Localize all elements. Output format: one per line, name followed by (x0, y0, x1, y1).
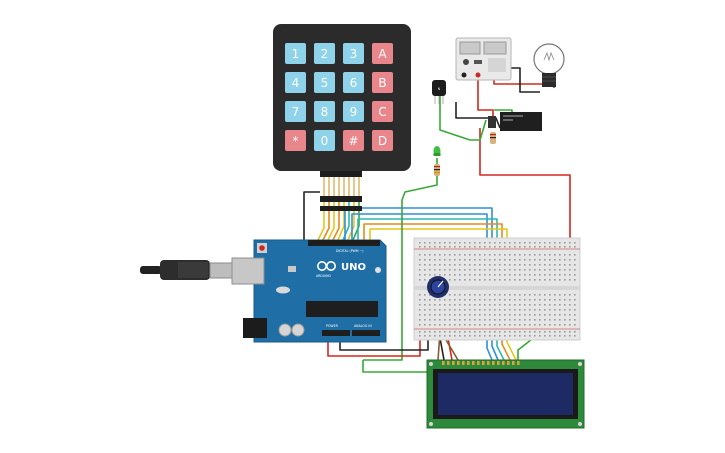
keypad-key-label: 0 (321, 134, 329, 148)
arduino-usb-port (231, 257, 265, 285)
keypad-key-*[interactable]: * (285, 130, 306, 151)
arduino-power-header (322, 330, 350, 336)
svg-text:N: N (438, 87, 441, 91)
keypad-key-label: 7 (292, 105, 300, 119)
green-led[interactable] (433, 146, 441, 156)
resistor-led[interactable] (434, 164, 440, 176)
wire-red-arduino[interactable] (327, 338, 421, 357)
keypad-key-8[interactable]: 8 (314, 101, 335, 122)
keypad-4x4[interactable]: 1 2 3 A 4 5 6 B 7 8 9 C * 0 # D (273, 24, 411, 211)
lcd-screen (438, 373, 573, 415)
dc-power-supply[interactable] (455, 37, 512, 81)
keypad-key-label: 3 (350, 47, 358, 61)
bulb-filament (543, 51, 555, 62)
transistor-body (432, 80, 446, 96)
psu-terminal-neg[interactable] (461, 72, 467, 78)
keypad-key-D[interactable]: D (372, 130, 393, 151)
lcd-16x2[interactable] (426, 359, 585, 429)
arduino-power-label: POWER (326, 324, 339, 328)
keypad-pins (323, 177, 360, 196)
keypad-key-0[interactable]: 0 (314, 130, 335, 151)
usb-cable-icon[interactable] (140, 260, 236, 280)
keypad-key-#[interactable]: # (343, 130, 364, 151)
keypad-key-4[interactable]: 4 (285, 72, 306, 93)
keypad-key-7[interactable]: 7 (285, 101, 306, 122)
keypad-key-label: C (378, 105, 386, 119)
keypad-key-9[interactable]: 9 (343, 101, 364, 122)
relay[interactable] (488, 112, 542, 131)
breadboard-holes (419, 242, 576, 337)
keypad-key-label: 8 (321, 105, 329, 119)
arduino-digital-label: DIGITAL (PWM ~) (336, 249, 363, 253)
arduino-infinity-logo-icon (316, 260, 336, 271)
keypad-key-label: D (378, 134, 387, 148)
arduino-brand-label: ARDUINO (316, 274, 332, 278)
wire-black-arduino[interactable] (339, 338, 429, 351)
keypad-key-1[interactable]: 1 (285, 43, 306, 64)
psu-knob-1[interactable] (463, 59, 469, 65)
keypad-keys: 1 2 3 A 4 5 6 B 7 8 9 C * 0 # D (285, 43, 393, 151)
keypad-ribbon (320, 171, 362, 177)
usb-plug-grip (178, 262, 208, 278)
arduino-cap-2 (291, 323, 305, 337)
keypad-key-B[interactable]: B (372, 72, 393, 93)
wire-keypad-col1[interactable] (317, 198, 325, 241)
wire-green-relay[interactable] (439, 92, 487, 141)
keypad-key-A[interactable]: A (372, 43, 393, 64)
wire-black-lcd[interactable] (439, 337, 445, 361)
psu-button[interactable] (474, 60, 482, 64)
keypad-header (320, 196, 362, 202)
keypad-key-label: # (348, 134, 358, 148)
relay-body (500, 112, 542, 131)
transistor[interactable]: N (432, 80, 446, 104)
keypad-key-label: 2 (321, 47, 329, 61)
wire-d-blue2[interactable] (351, 213, 488, 250)
usb-connector (209, 262, 236, 279)
relay-side (488, 116, 496, 128)
lcd-pins (442, 361, 520, 365)
light-bulb-icon[interactable] (533, 43, 565, 87)
keypad-key-label: 9 (350, 105, 358, 119)
keypad-key-2[interactable]: 2 (314, 43, 335, 64)
wire-green-loop[interactable] (362, 360, 433, 373)
wire-black-relay[interactable] (455, 102, 501, 129)
keypad-key-label: 4 (292, 76, 300, 90)
arduino-cap-1 (278, 323, 292, 337)
potentiometer[interactable] (427, 276, 449, 298)
keypad-key-C[interactable]: C (372, 101, 393, 122)
arduino-power-jack (243, 318, 267, 338)
resistor-relay[interactable] (490, 132, 496, 144)
psu-display-right (483, 41, 507, 55)
arduino-uno[interactable]: DIGITAL (PWM ~) UNO ARDUINO POWER ANALOG… (231, 239, 387, 343)
psu-panel (488, 58, 506, 72)
keypad-key-label: 1 (292, 47, 300, 61)
keypad-key-label: A (378, 47, 387, 61)
usb-cable-tail (140, 266, 162, 274)
psu-terminal-pos[interactable] (475, 72, 481, 78)
keypad-key-label: * (293, 134, 299, 148)
keypad-key-3[interactable]: 3 (343, 43, 364, 64)
wire-led-green[interactable] (363, 158, 438, 361)
keypad-key-label: B (378, 76, 386, 90)
arduino-crystal (276, 286, 290, 294)
arduino-analog-header (352, 330, 380, 336)
wire-d-teal[interactable] (357, 218, 498, 255)
keypad-key-label: 6 (350, 76, 358, 90)
wire-gnd-left[interactable] (303, 191, 320, 245)
keypad-header-2 (320, 206, 362, 211)
bulb-base (542, 73, 556, 87)
keypad-key-label: 5 (321, 76, 329, 90)
arduino-analog-label: ANALOG IN (354, 324, 372, 328)
psu-display-left (459, 41, 481, 55)
arduino-model-label: UNO (341, 262, 366, 273)
keypad-key-5[interactable]: 5 (314, 72, 335, 93)
arduino-digital-header (308, 240, 380, 246)
keypad-key-6[interactable]: 6 (343, 72, 364, 93)
wire-red-lcd[interactable] (447, 337, 453, 361)
arduino-atmega-chip (306, 301, 378, 317)
breadboard-channel (414, 286, 580, 290)
